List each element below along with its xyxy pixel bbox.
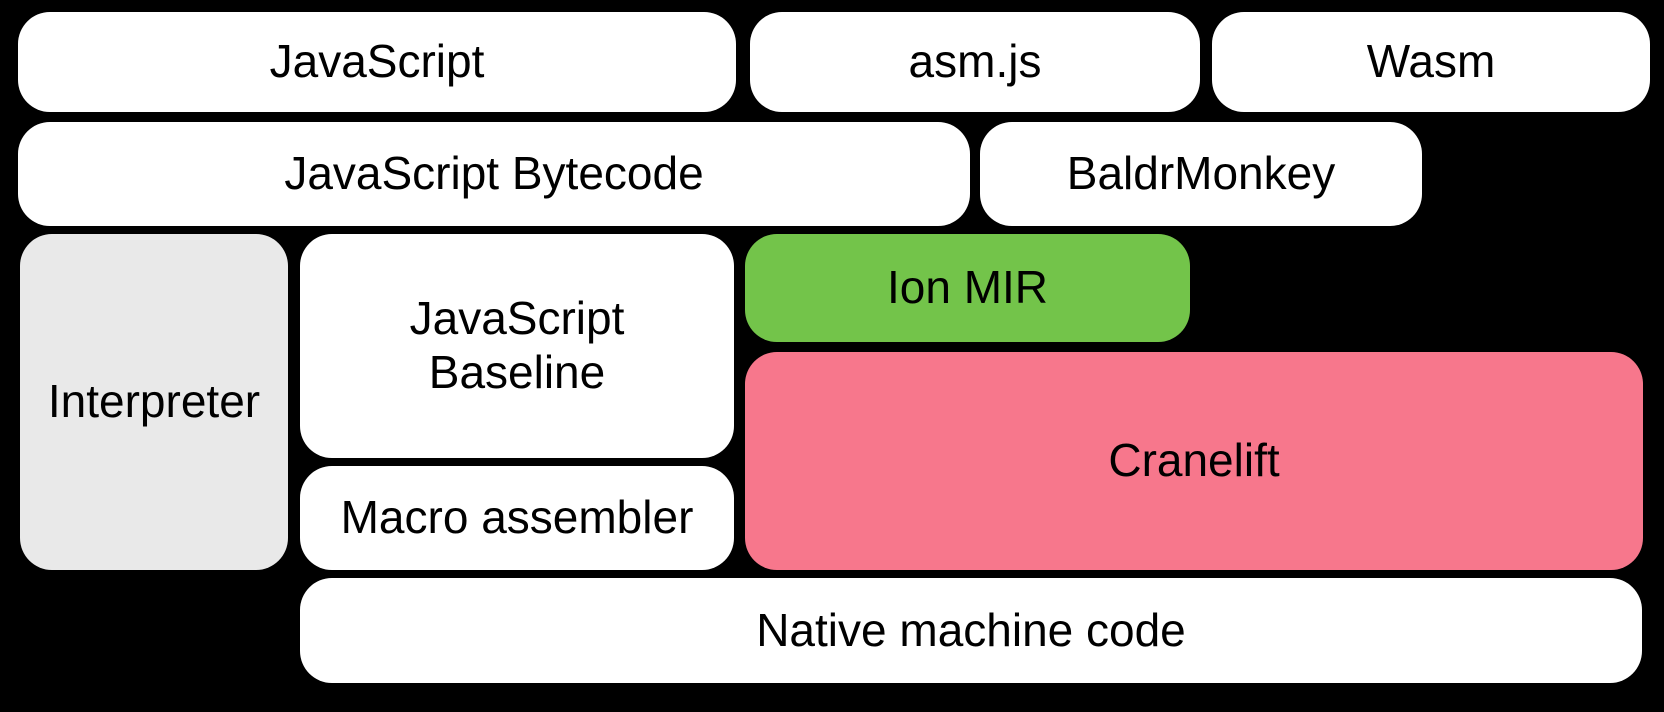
box-macro-assembler-label: Macro assembler bbox=[340, 491, 694, 544]
box-native-machine-code-label: Native machine code bbox=[756, 603, 1186, 656]
box-javascript-baseline: JavaScript Baseline bbox=[300, 234, 734, 458]
box-javascript-baseline-label-line1: JavaScript bbox=[409, 292, 625, 345]
box-wasm: Wasm bbox=[1212, 12, 1650, 112]
box-ion-mir: Ion MIR bbox=[745, 234, 1190, 342]
box-cranelift-label: Cranelift bbox=[1108, 434, 1280, 487]
box-javascript-bytecode: JavaScript Bytecode bbox=[18, 122, 970, 226]
box-javascript: JavaScript bbox=[18, 12, 736, 112]
box-baldrmonkey-label: BaldrMonkey bbox=[1066, 147, 1336, 200]
box-ion-mir-label: Ion MIR bbox=[886, 261, 1049, 314]
box-interpreter: Interpreter bbox=[20, 234, 288, 570]
box-javascript-label: JavaScript bbox=[269, 35, 485, 88]
box-native-machine-code: Native machine code bbox=[300, 578, 1642, 683]
box-asmjs-label: asm.js bbox=[908, 35, 1042, 88]
box-macro-assembler: Macro assembler bbox=[300, 466, 734, 570]
box-baldrmonkey: BaldrMonkey bbox=[980, 122, 1422, 226]
box-wasm-label: Wasm bbox=[1366, 35, 1496, 88]
box-asmjs: asm.js bbox=[750, 12, 1200, 112]
box-javascript-baseline-label-line2: Baseline bbox=[428, 346, 606, 398]
box-cranelift: Cranelift bbox=[745, 352, 1643, 570]
box-interpreter-label: Interpreter bbox=[47, 375, 261, 428]
box-javascript-bytecode-label: JavaScript Bytecode bbox=[284, 147, 704, 200]
